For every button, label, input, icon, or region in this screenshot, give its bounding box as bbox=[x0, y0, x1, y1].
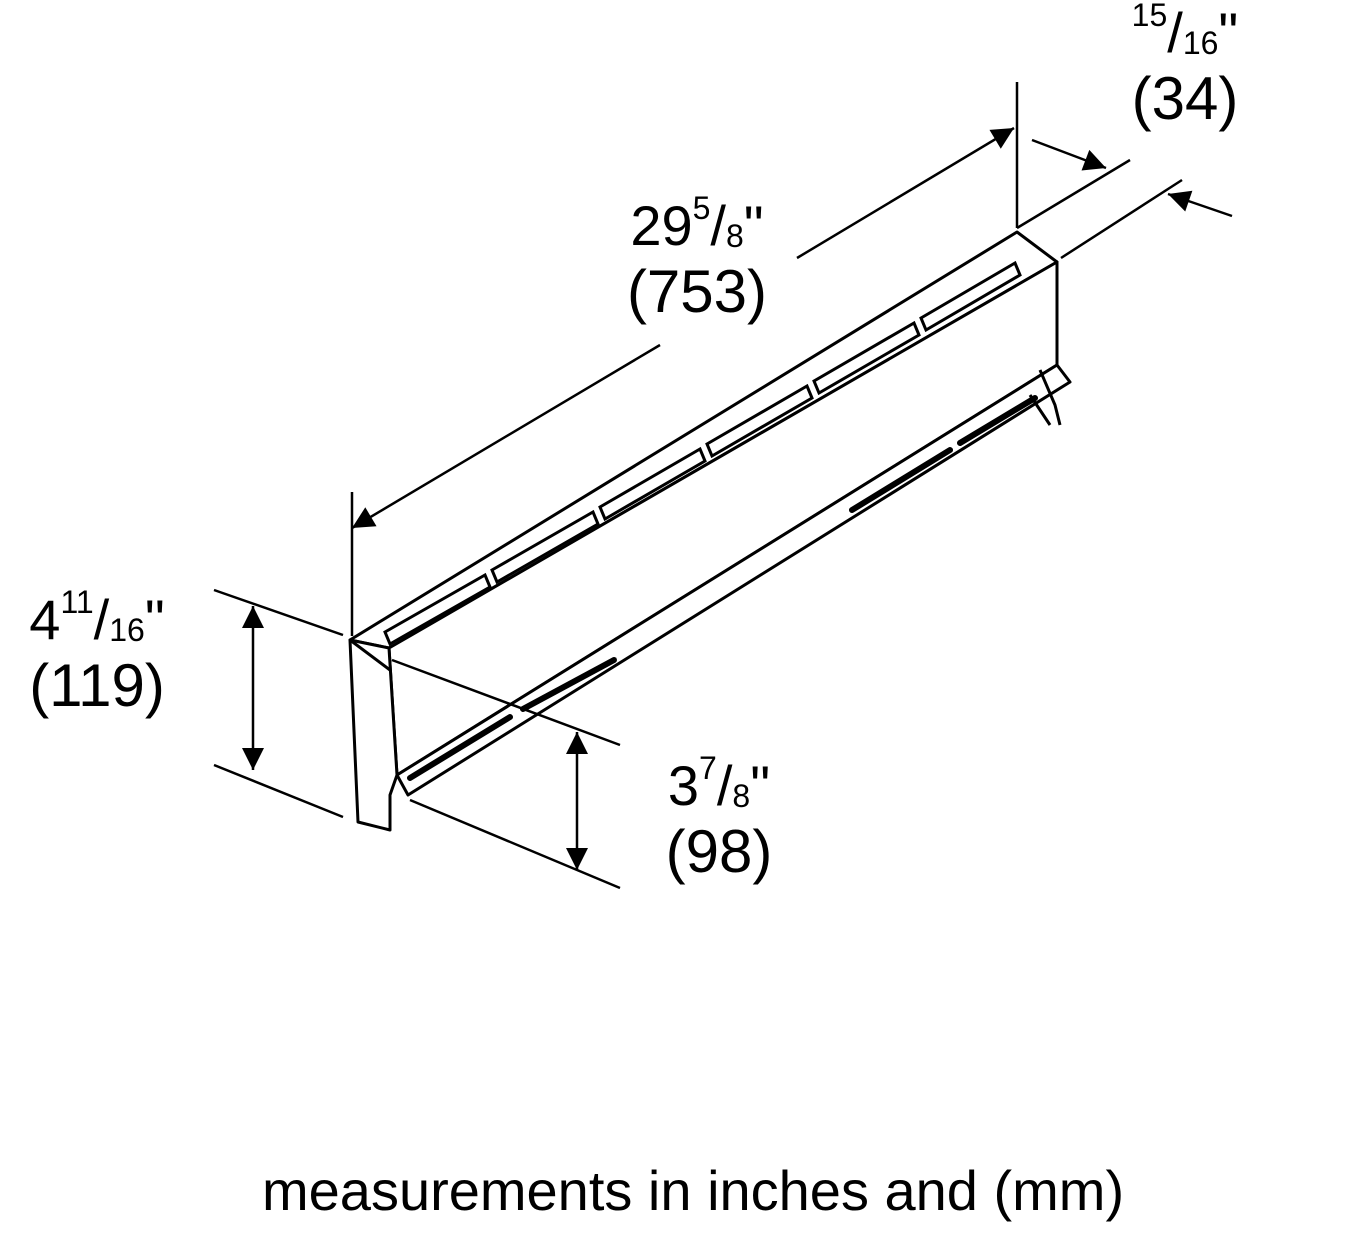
dimension-lines bbox=[213, 82, 1233, 890]
depth-numerator: 15 bbox=[1131, 0, 1168, 33]
height-numerator: 11 bbox=[60, 584, 94, 620]
flange-slots bbox=[407, 395, 1038, 781]
inner-height-dimension-label: 37/8" (98) bbox=[644, 752, 794, 885]
inner-height-whole: 3 bbox=[667, 754, 700, 817]
depth-dimension-label: 15/16" (34) bbox=[1110, 0, 1260, 132]
length-whole: 29 bbox=[630, 194, 693, 257]
height-mm: (119) bbox=[29, 652, 165, 719]
length-mm: (753) bbox=[626, 258, 768, 325]
measurement-units-caption: measurements in inches and (mm) bbox=[262, 1159, 1125, 1222]
height-denominator: 16 bbox=[109, 612, 145, 648]
inner-height-denominator: 8 bbox=[732, 778, 751, 814]
height-inch-mark: " bbox=[144, 588, 165, 651]
inner-height-inch-mark: " bbox=[750, 754, 771, 817]
height-dimension-label: 411/16" (119) bbox=[2, 586, 192, 719]
depth-mm: (34) bbox=[1131, 65, 1239, 132]
inner-height-mm: (98) bbox=[665, 818, 773, 885]
vent-slots bbox=[383, 260, 1022, 647]
inner-height-numerator: 7 bbox=[699, 750, 717, 786]
length-inch-mark: " bbox=[743, 194, 764, 257]
length-denominator: 8 bbox=[725, 218, 744, 254]
depth-inch-mark: " bbox=[1218, 1, 1239, 64]
height-whole: 4 bbox=[29, 588, 61, 651]
depth-denominator: 16 bbox=[1182, 25, 1219, 61]
length-dimension-label: 295/8" (753) bbox=[612, 192, 782, 325]
length-numerator: 5 bbox=[692, 190, 711, 226]
